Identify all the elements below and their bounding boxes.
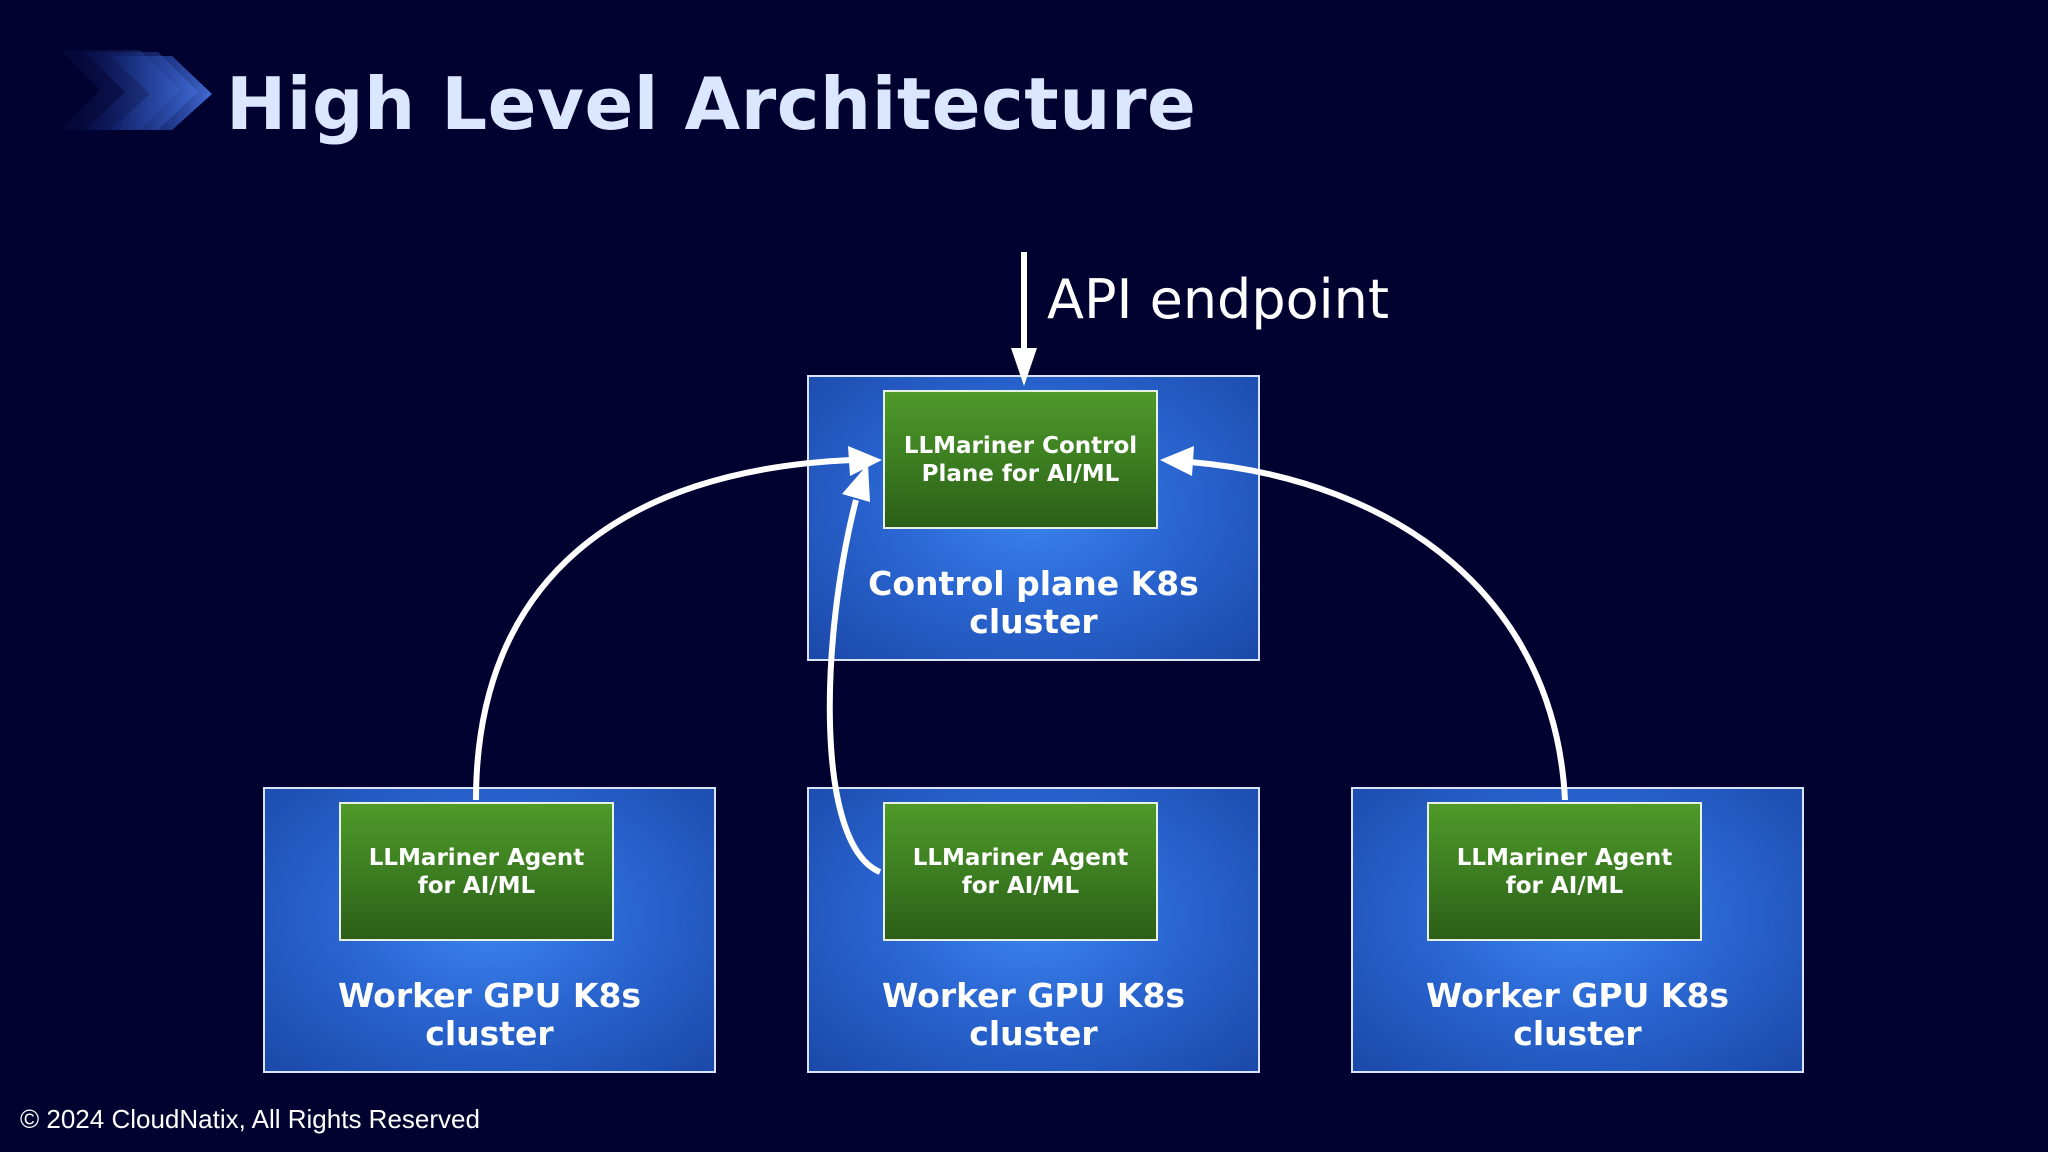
worker-cluster-label: Worker GPU K8s cluster	[337, 976, 642, 1053]
agent-component-3: LLMariner Agent for AI/ML	[1427, 802, 1702, 941]
agent-component-2: LLMariner Agent for AI/ML	[883, 802, 1158, 941]
chevron-logo-icon	[60, 50, 212, 130]
worker-cluster-label: Worker GPU K8s cluster	[881, 976, 1186, 1053]
agent-component-1: LLMariner Agent for AI/ML	[339, 802, 614, 941]
page-title: High Level Architecture	[226, 62, 1197, 146]
api-endpoint-arrow	[1011, 252, 1037, 386]
agent-1-to-control-arrow	[473, 446, 882, 801]
copyright-footer: © 2024 CloudNatix, All Rights Reserved	[20, 1104, 480, 1134]
control-plane-component: LLMariner Control Plane for AI/ML	[883, 390, 1158, 529]
control-plane-cluster-label: Control plane K8s cluster	[868, 564, 1199, 641]
agent-3-to-control-arrow	[1160, 446, 1568, 801]
api-endpoint-label: API endpoint	[1047, 268, 1390, 331]
agent-2-to-control-arrow	[826, 464, 882, 875]
worker-cluster-label: Worker GPU K8s cluster	[1425, 976, 1730, 1053]
